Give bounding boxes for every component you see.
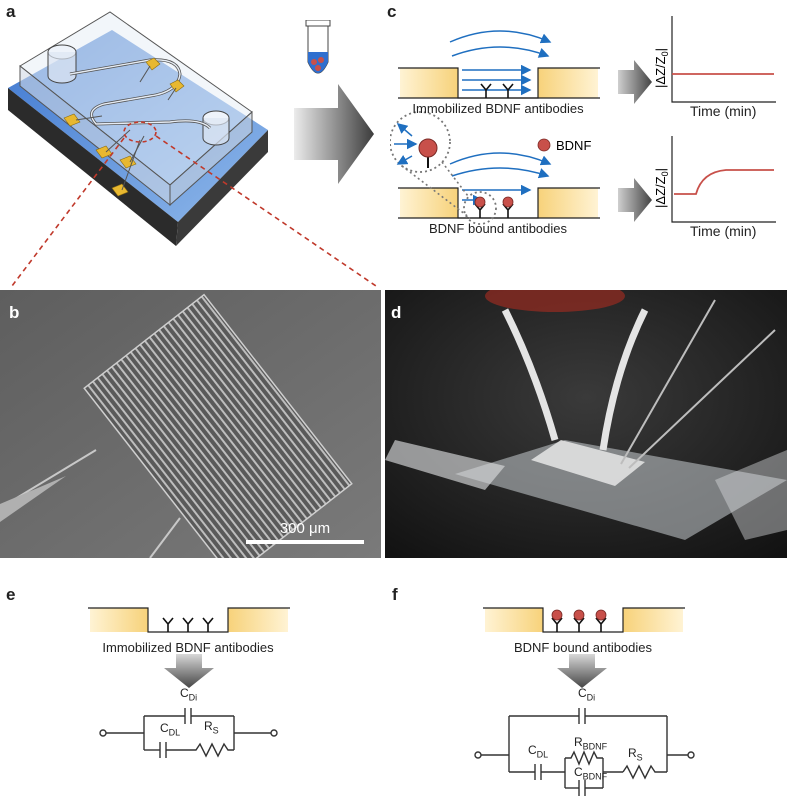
pdms-chip <box>531 440 645 486</box>
antibody-icons <box>480 83 514 98</box>
sample-tube-icon <box>305 20 331 74</box>
top-plot-xlabel: Time (min) <box>690 103 757 119</box>
label-cbdnf-f: CBDNF <box>574 765 608 782</box>
zoom-dash-left <box>11 137 125 287</box>
panel-c-diagram: BDNF |ΔZ/Z0| |ΔZ/Z0| <box>390 16 776 225</box>
scale-bar <box>246 540 364 544</box>
scale-bar-label: 300 μm <box>279 520 331 537</box>
label-cdi-e: CDi <box>180 686 198 703</box>
panel-label-c: c <box>387 2 397 21</box>
equivalent-circuit-f <box>474 708 695 796</box>
chip-side-left <box>8 88 178 246</box>
microfluidic-chip-illustration <box>8 11 377 287</box>
bdnf-legend-label: BDNF <box>556 138 591 153</box>
zoom-circle-small <box>463 191 497 225</box>
panel-e-diagram <box>88 607 290 758</box>
bottom-electrode-schematic: BDNF <box>390 111 600 225</box>
bdnf-legend-dot <box>537 138 551 152</box>
bottom-plot-ylabel: |ΔZ/Z0| <box>653 168 670 208</box>
panel-e-caption: Immobilized BDNF antibodies <box>102 640 274 655</box>
panel-label-a: a <box>6 2 16 21</box>
equivalent-circuit-e <box>99 708 278 758</box>
bottom-impedance-plot <box>671 136 776 223</box>
label-rs-e: RS <box>204 719 219 736</box>
label-cdi-f: CDi <box>578 686 596 703</box>
interdigitated-electrode <box>83 293 353 558</box>
result-arrow-bottom <box>618 178 652 222</box>
chip-side-right <box>176 130 268 246</box>
top-impedance-plot <box>671 16 776 103</box>
panel-label-e: e <box>6 585 16 604</box>
antibody-icons <box>162 617 214 632</box>
top-schematic-caption: Immobilized BDNF antibodies <box>412 101 584 116</box>
panel-f-caption: BDNF bound antibodies <box>513 640 653 655</box>
sensing-region-highlight <box>123 121 157 143</box>
top-electrode-schematic <box>398 30 600 99</box>
bottom-plot-xlabel: Time (min) <box>690 223 757 239</box>
panel-f-diagram <box>474 607 695 796</box>
label-rbdnf-f: RBDNF <box>574 735 608 752</box>
impedance-trace-rising <box>674 169 774 195</box>
equivalent-circuit-arrow <box>164 654 214 688</box>
device-photograph <box>385 290 787 558</box>
label-rs-f: RS <box>628 746 643 763</box>
label-cdl-f: CDL <box>528 743 549 760</box>
flow-arrow <box>294 84 374 184</box>
label-cdl-e: CDL <box>160 721 181 738</box>
glass-slide <box>455 440 787 540</box>
panel-label-d: d <box>391 303 402 322</box>
result-arrow-top <box>618 60 652 104</box>
sem-micrograph <box>0 290 381 558</box>
panel-label-f: f <box>392 585 398 604</box>
equivalent-circuit-arrow-f <box>557 654 607 688</box>
bottom-schematic-caption: BDNF bound antibodies <box>428 221 568 236</box>
sample-injection <box>294 20 374 184</box>
gold-electrode-pads <box>63 57 185 197</box>
electric-field-lines <box>449 30 552 96</box>
panel-label-b: b <box>9 303 20 322</box>
top-plot-ylabel: |ΔZ/Z0| <box>653 48 670 88</box>
